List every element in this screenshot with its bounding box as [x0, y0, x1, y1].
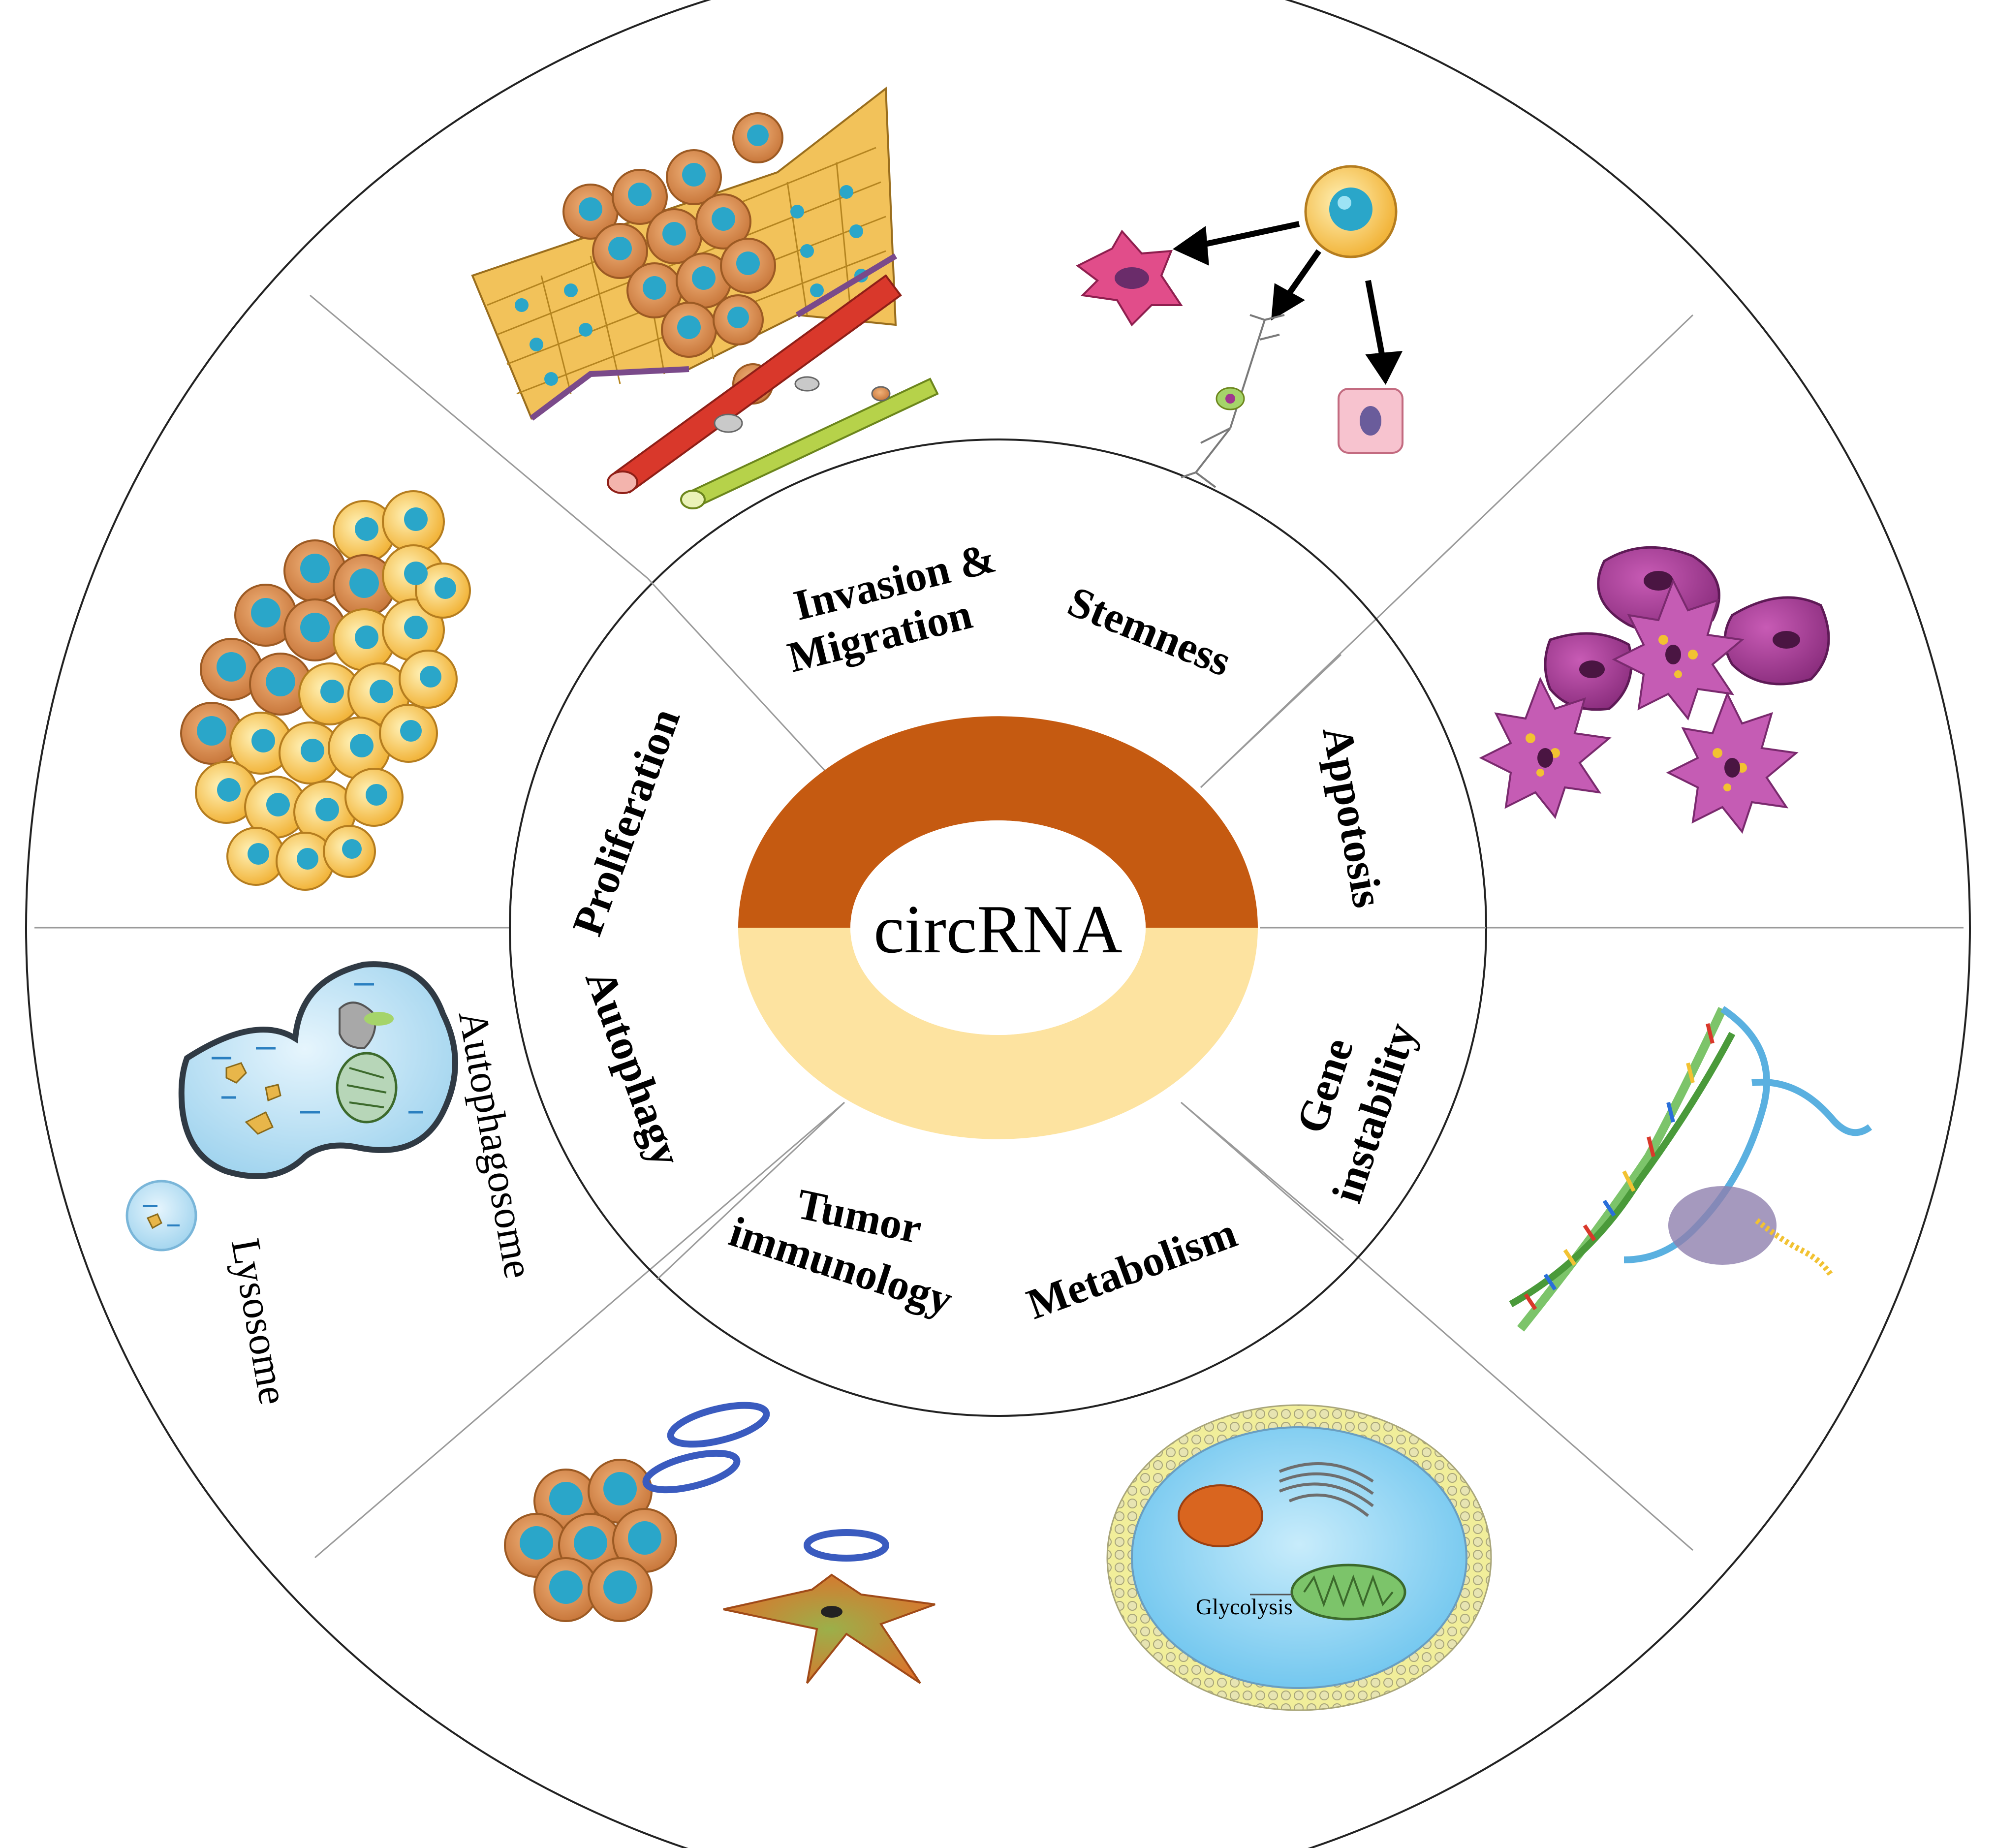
cargo-fragments: [225, 1062, 281, 1135]
circrna-halo-2: [642, 1449, 741, 1494]
circrna-ring-bottom: [738, 928, 1258, 1139]
proliferation-illustration: [180, 490, 471, 891]
gene-instability-illustration: [1509, 1006, 1872, 1332]
dna-strand-1: [1517, 1007, 1727, 1332]
circrna-ring: circRNA: [738, 716, 1258, 1139]
apoptosis-illustration: [1479, 546, 1830, 834]
circrna-ring-top: [738, 716, 1258, 928]
dna-base-pairs: [1524, 1023, 1715, 1311]
stemness-illustration: [1076, 165, 1403, 488]
apoptotic-fragments: [1526, 635, 1747, 791]
cytoplasm-dashes: [212, 983, 423, 1114]
polymerase-complex: [1668, 1186, 1777, 1265]
autophagosome-mitochondrion: [336, 1052, 398, 1124]
metabolism-illustration: Glycolysis: [1106, 1404, 1492, 1711]
glycolysis-label: Glycolysis: [1196, 1594, 1293, 1619]
circrna-halo-3: [804, 1529, 889, 1562]
dna-unwound-strand: [1623, 1006, 1770, 1263]
sector-dividers: [34, 294, 1964, 1559]
rna-transcript: [1755, 1218, 1833, 1277]
nucleus: [1178, 1484, 1263, 1547]
tumor-cluster-nuclei: [520, 1472, 661, 1604]
proliferating-cell-nuclei: [197, 507, 456, 870]
dna-branch-strand: [1751, 1078, 1872, 1136]
dna-strand-2: [1509, 1032, 1736, 1308]
invading-cell-nuclei: [579, 125, 769, 391]
mitochondrion: [1290, 1564, 1406, 1621]
lysosome: [125, 1180, 197, 1252]
circrna-halo-1: [667, 1402, 770, 1448]
center-label: circRNA: [873, 891, 1122, 968]
basement-membrane: [530, 253, 898, 421]
tumor-immunology-illustration: [504, 1402, 936, 1684]
differentiated-neuron: [1181, 314, 1285, 488]
immune-fibroblast: [723, 1573, 936, 1684]
invasion-illustration: [471, 87, 939, 509]
golgi: [1279, 1462, 1374, 1517]
stem-cell: [1304, 165, 1398, 258]
inner-sector-dividers: [647, 577, 1486, 1281]
differentiation-arrows: [1172, 221, 1403, 385]
circulating-cells: [714, 376, 891, 433]
